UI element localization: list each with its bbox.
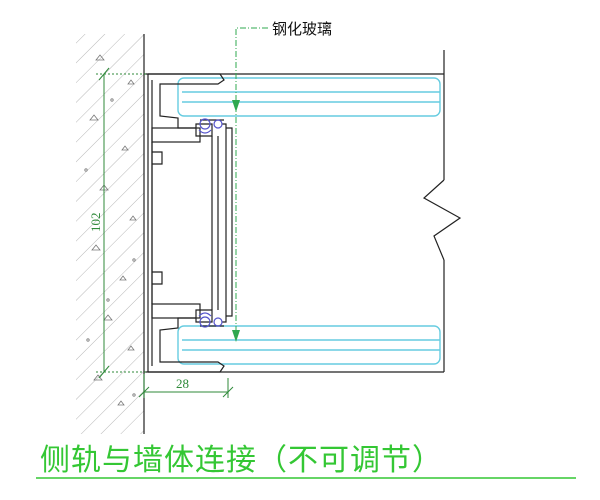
dimension-vertical: 102 [88, 67, 148, 379]
wall-aggregate [84, 54, 137, 406]
glass-callout: 钢化玻璃 [232, 20, 332, 342]
dimension-horizontal: 28 [138, 374, 234, 398]
wall-hatch [76, 34, 144, 434]
dim-label-horizontal: 28 [176, 376, 189, 391]
dim-label-vertical: 102 [88, 213, 103, 233]
side-rail-profile [147, 73, 227, 373]
callout-label: 钢化玻璃 [272, 20, 332, 38]
tempered-glass-bottom [177, 325, 441, 365]
room-outline [144, 50, 462, 373]
callout-arrow-top [232, 100, 240, 112]
concrete-wall [76, 34, 145, 434]
title-text: 侧轨与墙体连接（不可调节） [40, 443, 443, 478]
break-symbol [422, 179, 462, 261]
callout-arrow-bottom [232, 330, 240, 342]
callout-leader [235, 27, 268, 340]
tempered-glass-top [177, 77, 441, 117]
glazing-gaskets [198, 118, 233, 328]
diagram-title: 侧轨与墙体连接（不可调节） [36, 443, 576, 479]
